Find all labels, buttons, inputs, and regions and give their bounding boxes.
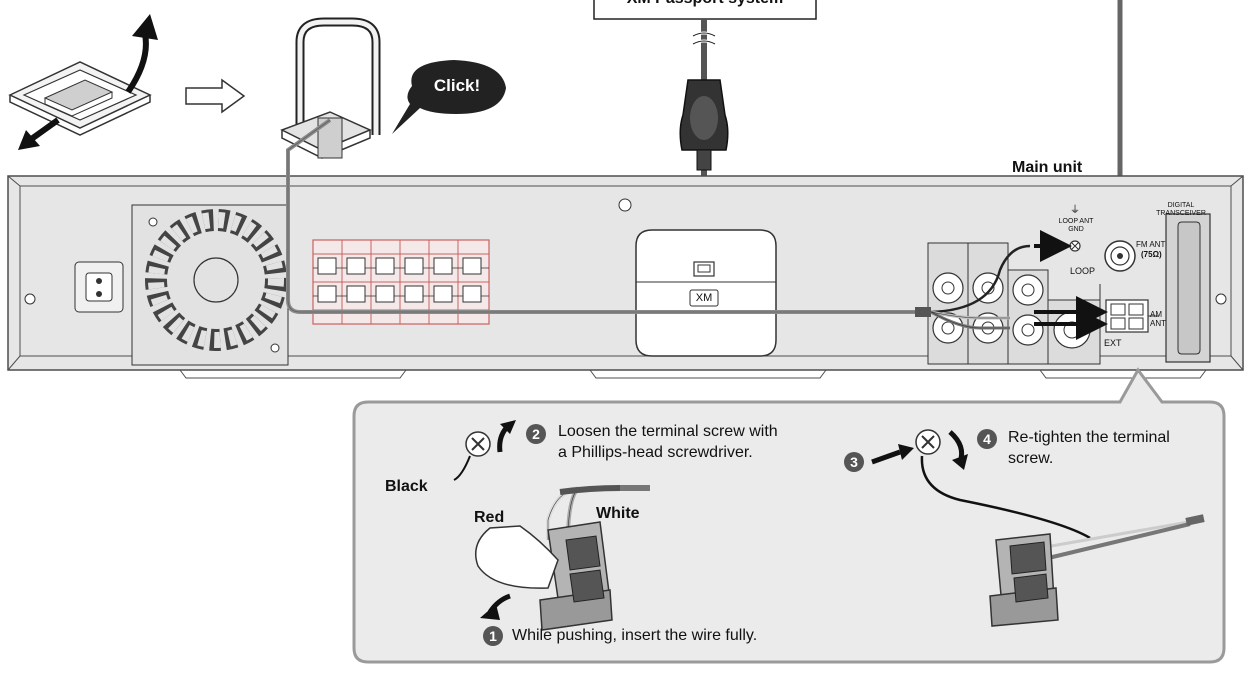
digital-transceiver-label: DIGITAL TRANSCEIVER — [1156, 202, 1206, 217]
step-badge-2: 2 — [526, 424, 546, 444]
fm-ohm-label: (75Ω) — [1141, 250, 1162, 259]
assembled-loop-antenna — [280, 17, 381, 159]
xm-port-panel — [635, 229, 777, 357]
step-2-text-line1: Loosen the terminal screw with — [558, 423, 778, 440]
ext-label: EXT — [1104, 338, 1122, 348]
fm-ant-label: FM ANT — [1136, 240, 1166, 249]
ground-icon: ⏚ — [1070, 205, 1080, 216]
unfold-arrow-up — [125, 33, 149, 94]
tighten-screw-detail — [871, 429, 1205, 627]
loop-ant-gnd-label: LOOP ANT GND — [1058, 218, 1094, 233]
main-unit-rear-panel — [7, 175, 1244, 379]
step-badge-3: 3 — [844, 452, 864, 472]
step-2-text-line2: a Phillips-head screwdriver. — [558, 444, 753, 461]
antenna-terminals — [1069, 240, 1158, 346]
loop-label: LOOP — [1070, 266, 1096, 276]
folded-loop-antenna — [8, 61, 152, 136]
wire-label-red: Red — [474, 509, 505, 526]
unfold-arrow-down — [28, 117, 60, 143]
click-label: Click! — [433, 76, 481, 95]
step-4-text-line2: screw. — [1008, 450, 1054, 467]
terminal-connector-detail — [475, 485, 650, 631]
digital-transceiver-slot — [1165, 213, 1211, 363]
next-step-arrow — [185, 78, 246, 114]
step-badge-4: 4 — [977, 429, 997, 449]
step-4-text-line1: Re-tighten the terminal — [1008, 429, 1170, 446]
xm-system-label: XM Passport system — [596, 0, 814, 9]
main-unit-label: Main unit — [1012, 159, 1083, 176]
click-bubble — [392, 60, 506, 134]
am-ant-label: AM ANT — [1150, 310, 1166, 328]
wire-label-black: Black — [385, 478, 428, 495]
step-badge-1: 1 — [483, 626, 503, 646]
loosen-screw-detail — [453, 420, 516, 481]
step-1-text: While pushing, insert the wire fully. — [512, 627, 758, 644]
loop-antenna-wire-outline — [287, 119, 930, 313]
xm-port-label: XM — [695, 292, 713, 304]
wire-label-white: White — [596, 505, 640, 522]
